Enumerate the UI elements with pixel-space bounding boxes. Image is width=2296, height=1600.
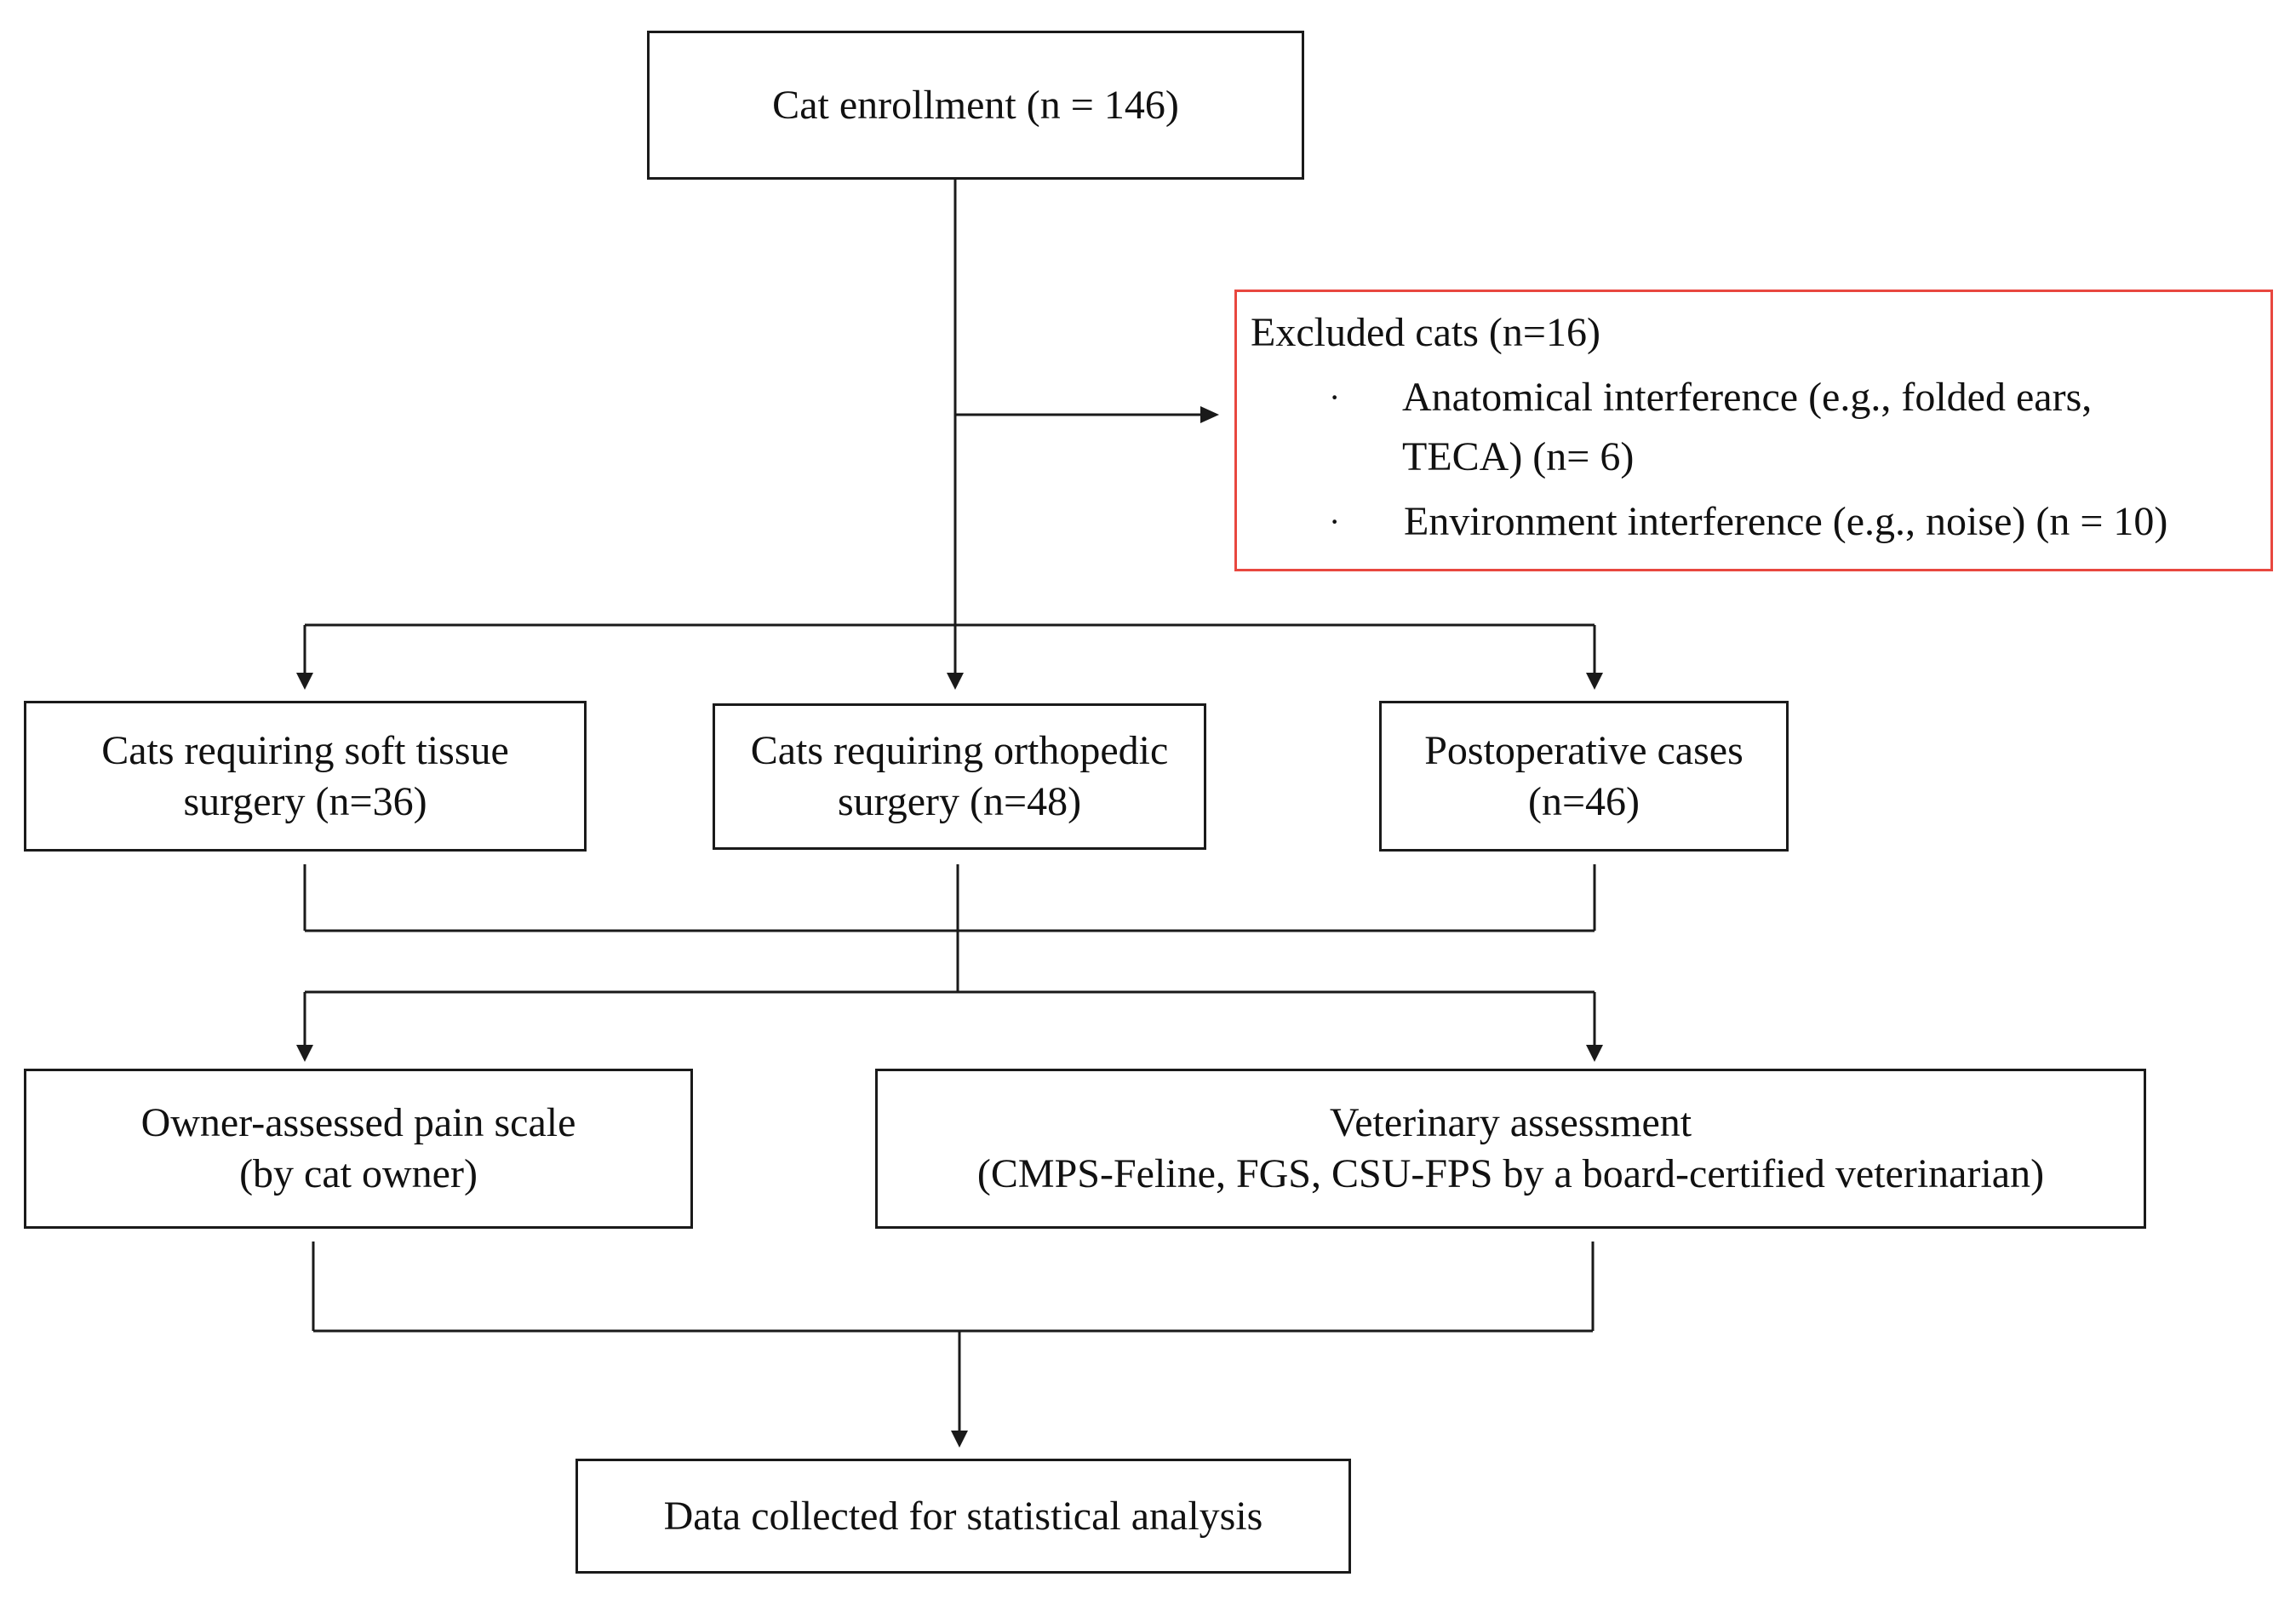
group-line-2: surgery (n=48) <box>837 779 1082 824</box>
group-line-1: Cats requiring soft tissue <box>101 727 509 773</box>
owner-assessment-line-1: Owner-assessed pain scale <box>140 1100 576 1145</box>
vet-assessment-box: Veterinary assessment (CMPS-Feline, FGS,… <box>875 1069 2146 1229</box>
excluded-bullet-1: · <box>1329 378 1341 416</box>
owner-assessment-line-2: (by cat owner) <box>239 1151 478 1196</box>
excluded-box: Excluded cats (n=16) · Anatomical interf… <box>1234 290 2273 571</box>
excluded-item-2-line-1: Environment interference (e.g., noise) (… <box>1404 499 2168 544</box>
excluded-item-1-line-2: TECA) (n= 6) <box>1402 434 1635 479</box>
group-line-2: surgery (n=36) <box>183 778 427 824</box>
group-line-1: Cats requiring orthopedic <box>750 728 1169 773</box>
group-box-postoperative: Postoperative cases (n=46) <box>1379 701 1789 852</box>
excluded-title: Excluded cats (n=16) <box>1251 310 1600 355</box>
vet-assessment-line-1: Veterinary assessment <box>1329 1100 1692 1145</box>
excluded-bullet-2: · <box>1329 502 1341 541</box>
enrollment-label: Cat enrollment (n = 146) <box>772 82 1179 128</box>
enrollment-box: Cat enrollment (n = 146) <box>647 31 1304 180</box>
owner-assessment-box: Owner-assessed pain scale (by cat owner) <box>24 1069 693 1229</box>
final-label: Data collected for statistical analysis <box>663 1493 1263 1539</box>
excluded-item-1-line-1: Anatomical interference (e.g., folded ea… <box>1402 375 2093 420</box>
final-box: Data collected for statistical analysis <box>575 1459 1351 1574</box>
group-box-soft-tissue: Cats requiring soft tissue surgery (n=36… <box>24 701 587 852</box>
group-line-2: (n=46) <box>1527 778 1640 824</box>
vet-assessment-line-2: (CMPS-Feline, FGS, CSU-FPS by a board-ce… <box>976 1151 2045 1196</box>
group-line-1: Postoperative cases <box>1424 727 1743 773</box>
group-box-orthopedic: Cats requiring orthopedic surgery (n=48) <box>713 703 1206 850</box>
